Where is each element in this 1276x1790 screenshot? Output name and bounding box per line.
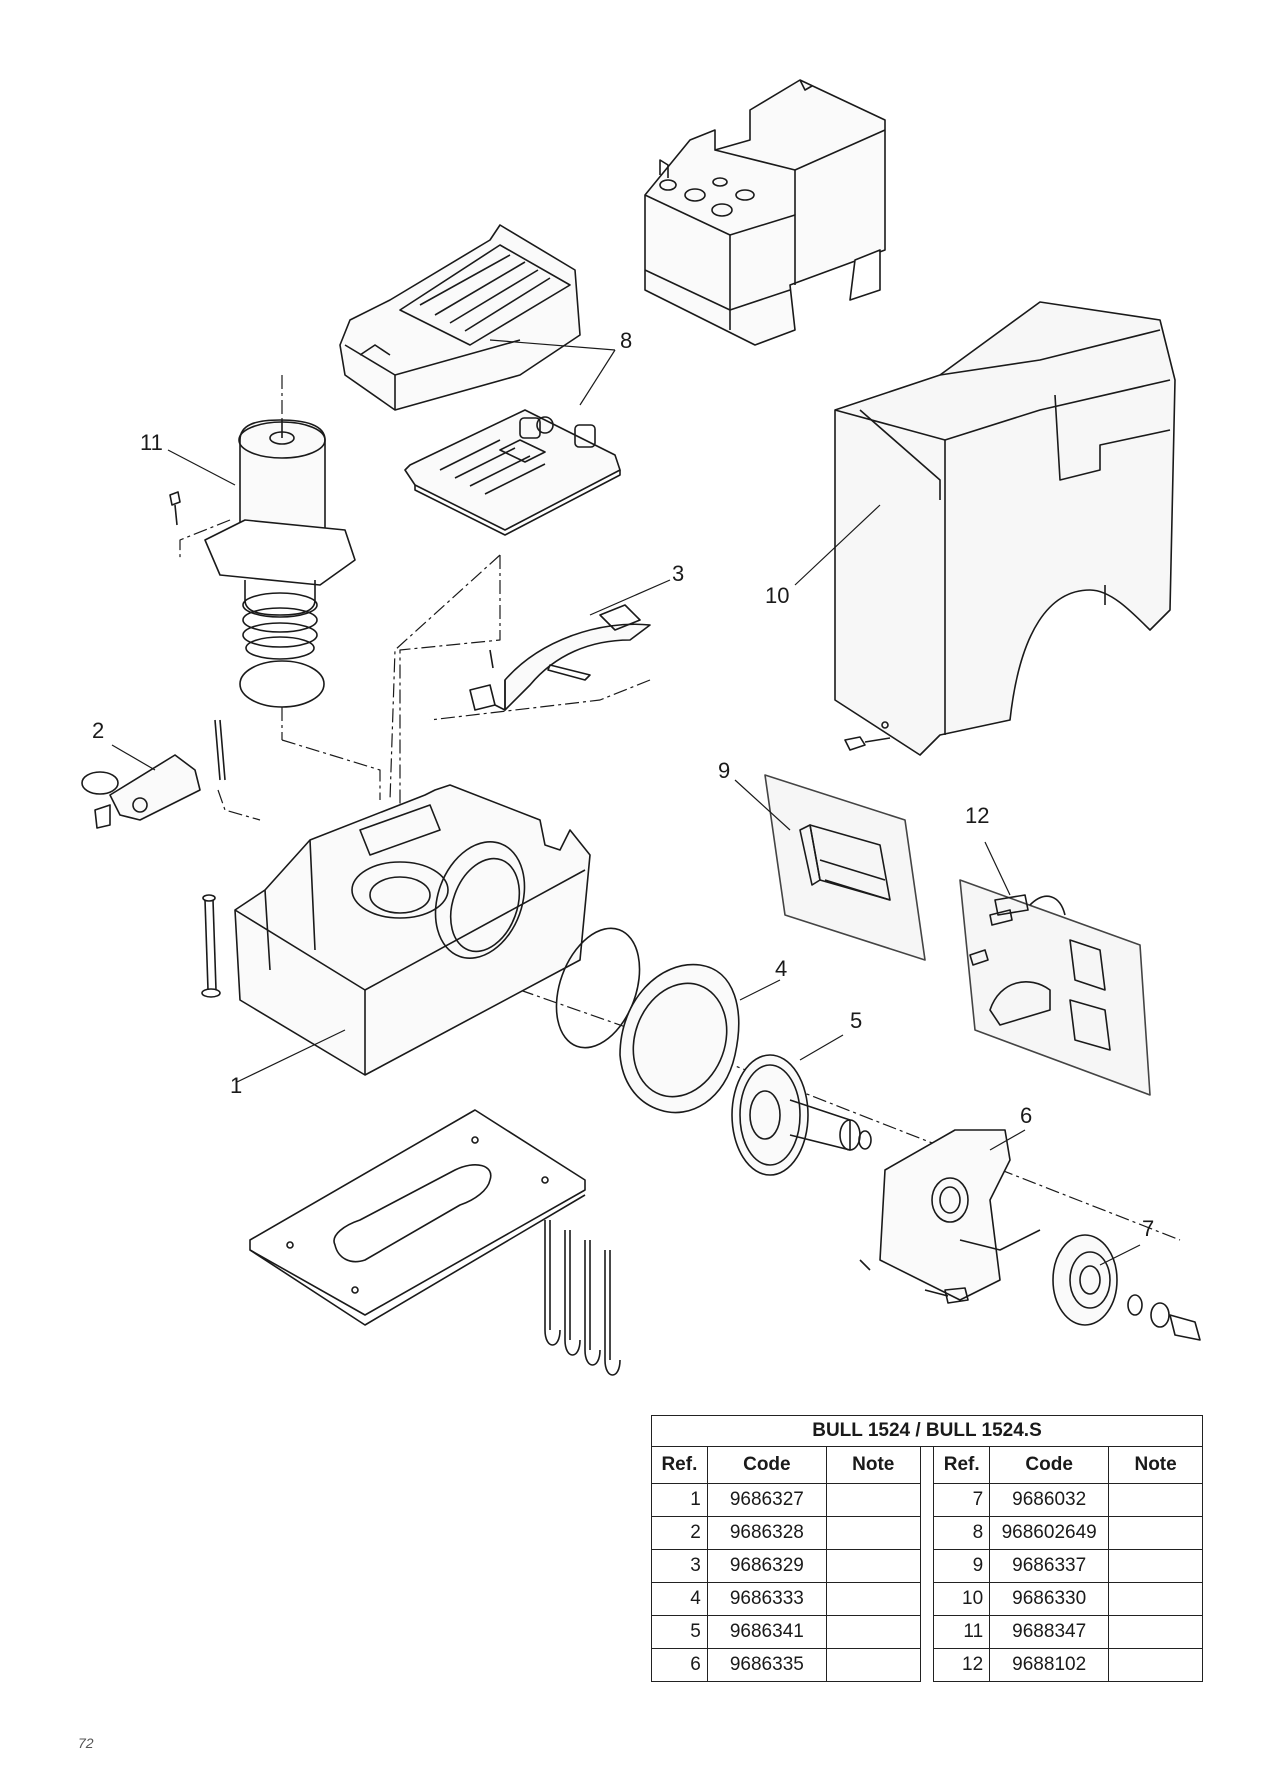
control-unit-enclosure [339, 224, 581, 411]
flange-gasket [619, 963, 740, 1114]
ref-cell: 8 [933, 1516, 991, 1550]
header-note-right: Note [1108, 1446, 1203, 1484]
callout-5: 5 [850, 1008, 863, 1033]
note-cell [825, 1549, 921, 1583]
table-row: 5 9686341 11 9688347 [651, 1615, 1203, 1649]
upper-motor-housing [644, 79, 886, 346]
parts-table-title: BULL 1524 / BULL 1524.S [651, 1415, 1203, 1447]
callout-1: 1 [230, 1073, 243, 1098]
callout-11: 11 [140, 430, 163, 455]
callout-9: 9 [718, 758, 731, 783]
release-lever [81, 719, 226, 829]
note-cell [1108, 1516, 1203, 1550]
electric-motor [204, 419, 356, 660]
exploded-view-diagram [81, 79, 1201, 1376]
ref-cell: 3 [651, 1549, 708, 1583]
code-cell: 9688102 [989, 1648, 1110, 1682]
callout-3: 3 [672, 561, 685, 586]
ref-cell: 10 [933, 1582, 991, 1616]
detail-panel-9 [764, 774, 926, 961]
long-fixing-screw [201, 894, 221, 998]
header-ref-right: Ref. [933, 1446, 991, 1484]
header-ref-left: Ref. [651, 1446, 708, 1484]
page-number: 72 [78, 1735, 94, 1751]
code-cell: 9686335 [706, 1648, 827, 1682]
note-cell [825, 1582, 921, 1616]
callout-12: 12 [965, 803, 990, 828]
note-cell [1108, 1615, 1203, 1649]
ref-cell: 4 [651, 1582, 708, 1616]
anchor-bolts [544, 1220, 621, 1376]
pinion-washer-and-bolt [1127, 1294, 1201, 1341]
drive-pinion [1052, 1234, 1118, 1326]
code-cell: 9686329 [706, 1549, 827, 1583]
note-cell [825, 1615, 921, 1649]
callout-6: 6 [1020, 1103, 1033, 1128]
motor-o-ring [239, 660, 325, 708]
ref-cell: 12 [933, 1648, 991, 1682]
note-cell [1108, 1549, 1203, 1583]
gasket-o-ring [555, 927, 641, 1049]
header-note-left: Note [825, 1446, 921, 1484]
header-code-right: Code [989, 1446, 1110, 1484]
callout-4: 4 [775, 956, 788, 981]
table-row: 1 9686327 7 9686032 [651, 1483, 1203, 1517]
code-cell: 9686330 [989, 1582, 1110, 1616]
code-cell: 9686333 [706, 1582, 827, 1616]
detail-panel-12 [959, 879, 1151, 1096]
note-cell [825, 1516, 921, 1550]
ref-cell: 1 [651, 1483, 708, 1517]
code-cell: 9686327 [706, 1483, 827, 1517]
code-cell: 9688347 [989, 1615, 1110, 1649]
callout-leader-lines [111, 339, 1141, 1266]
table-row: 2 9686328 8 968602649 [651, 1516, 1203, 1550]
table-row: 4 9686333 10 9686330 [651, 1582, 1203, 1616]
main-cover [834, 301, 1176, 756]
table-row: 3 9686329 9 9686337 [651, 1549, 1203, 1583]
plate-screw [924, 1287, 969, 1304]
callout-8: 8 [620, 328, 633, 353]
code-cell: 9686341 [706, 1615, 827, 1649]
output-gear-shaft [731, 1054, 872, 1176]
note-cell [825, 1483, 921, 1517]
motor-screw [169, 491, 181, 526]
header-code-left: Code [706, 1446, 827, 1484]
note-cell [825, 1648, 921, 1682]
code-cell: 9686328 [706, 1516, 827, 1550]
callout-2: 2 [92, 718, 105, 743]
note-cell [1108, 1483, 1203, 1517]
note-cell [1108, 1582, 1203, 1616]
code-cell: 968602649 [989, 1516, 1110, 1550]
ref-cell: 11 [933, 1615, 991, 1649]
parts-table: BULL 1524 / BULL 1524.S Ref. Code Note R… [651, 1415, 1203, 1682]
code-cell: 9686337 [989, 1549, 1110, 1583]
callout-7: 7 [1142, 1216, 1155, 1241]
code-cell: 9686032 [989, 1483, 1110, 1517]
base-housing [234, 784, 591, 1076]
limit-switch-bracket [469, 604, 651, 711]
circuit-board [404, 409, 621, 536]
ref-cell: 6 [651, 1648, 708, 1682]
support-plate [859, 1129, 1041, 1301]
ref-cell: 9 [933, 1549, 991, 1583]
ref-cell: 7 [933, 1483, 991, 1517]
foundation-plate [249, 1109, 586, 1326]
ref-cell: 2 [651, 1516, 708, 1550]
ref-cell: 5 [651, 1615, 708, 1649]
callout-10: 10 [765, 583, 790, 608]
note-cell [1108, 1648, 1203, 1682]
table-row: 6 9686335 12 9688102 [651, 1648, 1203, 1682]
